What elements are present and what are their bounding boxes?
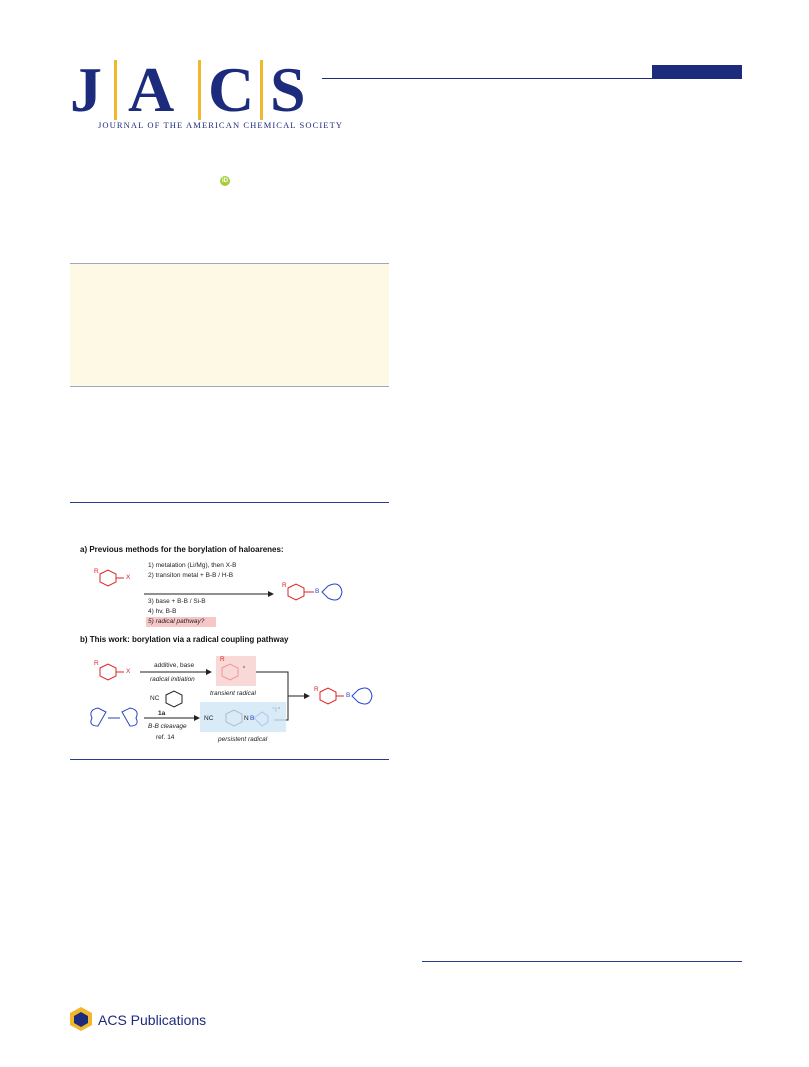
logo-letter-a: A xyxy=(128,54,175,125)
header-tab-block xyxy=(652,65,742,79)
conditions-top-sub: radical initiation xyxy=(150,676,195,683)
method-step-4: 4) hv, B-B xyxy=(148,608,177,615)
pinacol-ring-b xyxy=(351,687,373,705)
abstract-box xyxy=(70,263,389,387)
method-step-1: 1) metalation (Li/Mg), then X-B xyxy=(148,562,237,569)
pyridine-reagent xyxy=(165,690,183,708)
persistent-radical-box xyxy=(200,702,286,732)
leaving-group-label: X xyxy=(126,574,131,581)
haloarene-ring-b xyxy=(99,663,124,681)
product-substituent-b: R xyxy=(314,686,319,693)
product-boron-b: B xyxy=(346,692,351,699)
product-ring-a xyxy=(287,583,305,601)
transient-radical-box xyxy=(216,656,256,686)
arrow-a-head xyxy=(268,591,274,597)
journal-name: JOURNAL OF THE AMERICAN CHEMICAL SOCIETY xyxy=(98,120,344,130)
header-rule xyxy=(322,78,742,79)
logo-letter-j: J xyxy=(70,54,102,125)
pinacol-ring-a xyxy=(321,583,343,601)
logo-divider xyxy=(114,60,117,120)
orcid-icon[interactable]: iD xyxy=(220,176,230,186)
substituent-label-b: R xyxy=(94,660,99,667)
acs-publications-logo[interactable]: ACS Publications xyxy=(68,1006,228,1036)
footnote-rule xyxy=(422,961,742,962)
substituent-label: R xyxy=(94,568,99,575)
product-ring-b xyxy=(319,687,337,705)
logo-letter-c: C xyxy=(208,54,255,125)
logo-letter-s: S xyxy=(270,54,306,125)
reagent-1a: 1a xyxy=(158,710,166,717)
ref-label: ref. 14 xyxy=(156,734,175,741)
method-step-5: 5) radical pathway? xyxy=(148,618,205,625)
scheme-bottom-rule xyxy=(70,759,389,760)
persistent-nc: NC xyxy=(204,715,214,722)
haloarene-ring xyxy=(99,569,124,587)
section-rule xyxy=(70,502,389,503)
logo-divider xyxy=(198,60,201,120)
radical-substituent: R xyxy=(220,656,225,663)
diboron-reagent xyxy=(90,707,138,727)
method-step-3: 3) base + B-B / Si-B xyxy=(148,598,206,605)
acs-hexagon-icon xyxy=(70,1007,92,1031)
scheme-a-title: a) Previous methods for the borylation o… xyxy=(80,545,284,554)
conditions-top: additive, base xyxy=(154,662,195,669)
reagent-nc: NC xyxy=(150,695,160,702)
scheme-b-title: b) This work: borylation via a radical c… xyxy=(80,635,289,644)
persistent-b: B xyxy=(250,715,255,722)
leaving-group-label-b: X xyxy=(126,668,131,675)
persistent-n: N xyxy=(244,715,249,722)
logo-divider xyxy=(260,60,263,120)
jacs-logo: J A C S JOURNAL OF THE AMERICAN CHEMICAL… xyxy=(70,52,342,132)
product-boron-a: B xyxy=(315,588,320,595)
method-step-2: 2) transiton metal + B-B / H-B xyxy=(148,572,234,579)
bb-cleavage-label: B-B cleavage xyxy=(148,723,187,730)
product-substituent-a: R xyxy=(282,582,287,589)
publisher-name: ACS Publications xyxy=(98,1012,207,1028)
highlight-box xyxy=(146,617,216,627)
reaction-scheme: a) Previous methods for the borylation o… xyxy=(78,540,388,755)
persistent-radical-label: persistent radical xyxy=(218,736,268,743)
transient-radical-label: transient radical xyxy=(210,690,256,697)
